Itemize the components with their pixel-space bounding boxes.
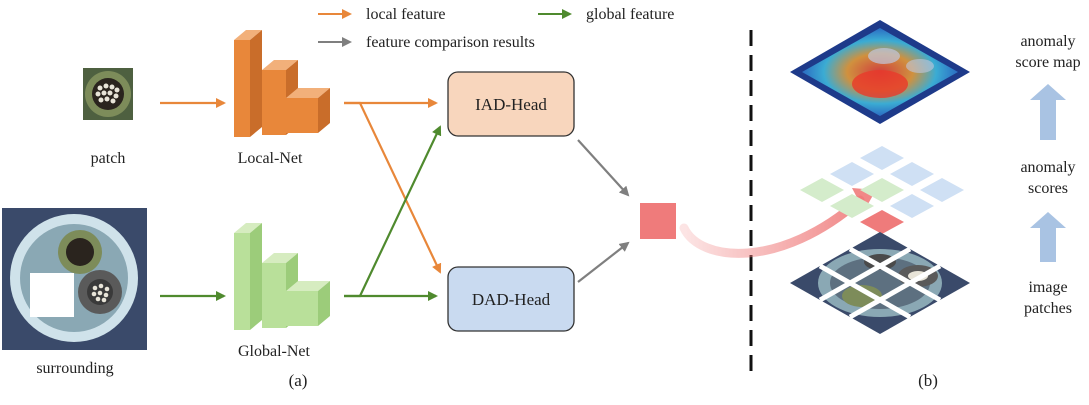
patches-label-line1: image [1028, 279, 1067, 296]
result-to-scores-curve [679, 195, 865, 258]
masked-patch-region [30, 273, 74, 317]
anomaly-scores-grid [800, 146, 964, 234]
local-net-label: Local-Net [238, 150, 303, 167]
score-map-label-line1: anomaly [1020, 33, 1075, 50]
dad-to-result-arrow [577, 241, 630, 283]
local-net-icon [234, 30, 330, 137]
scores-label-line2: scores [1028, 180, 1068, 197]
score-map-label-line2: score map [1015, 54, 1080, 71]
legend: local feature global feature feature com… [318, 6, 674, 51]
image-patches-grid [790, 232, 970, 334]
global-net-icon [234, 223, 330, 330]
dad-head-label: DAD-Head [472, 290, 551, 309]
up-arrow-lower [1030, 212, 1066, 262]
caption-b: (b) [918, 371, 938, 390]
up-arrow-upper [1030, 84, 1066, 140]
surrounding-label: surrounding [36, 360, 113, 377]
scores-label-line1: anomaly [1020, 159, 1075, 176]
local-to-dad-arrow [344, 101, 442, 274]
iad-head-label: IAD-Head [475, 95, 547, 114]
global-to-iad-arrow [344, 125, 442, 298]
global-net-label: Global-Net [238, 343, 311, 360]
surrounding-image [2, 208, 147, 350]
legend-global-label: global feature [586, 6, 674, 23]
caption-a: (a) [289, 371, 308, 390]
patch-image [83, 68, 133, 120]
comparison-result-square [640, 203, 676, 239]
patches-label-line2: patches [1024, 300, 1072, 317]
anomaly-score-map [790, 20, 970, 124]
legend-local-label: local feature [366, 6, 446, 23]
legend-comparison-label: feature comparison results [366, 34, 535, 51]
iad-to-result-arrow [577, 139, 630, 197]
iad-head-box [447, 71, 575, 137]
dad-head-box [447, 266, 575, 332]
patch-label: patch [91, 150, 126, 167]
